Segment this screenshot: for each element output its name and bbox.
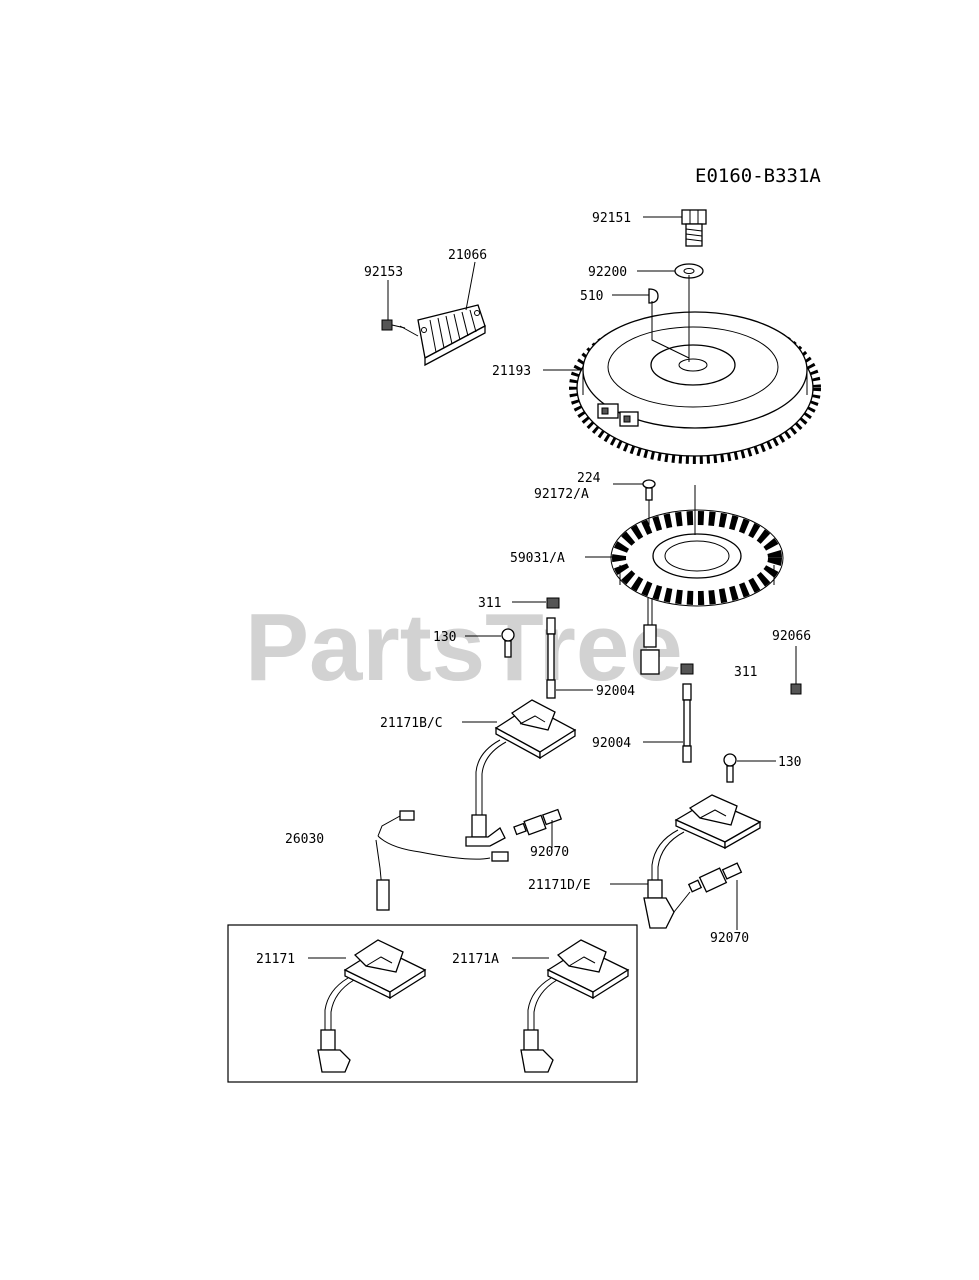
label-311-left: 311: [478, 596, 501, 611]
label-92200: 92200: [588, 265, 627, 280]
part-ignition-coil-21171a[interactable]: [520, 939, 630, 1073]
part-ignition-coil-21171de[interactable]: [643, 794, 762, 929]
label-130-right: 130: [778, 755, 801, 770]
part-screw-92153[interactable]: [381, 319, 406, 331]
part-bolt-92151[interactable]: [681, 209, 707, 247]
label-92070-lower: 92070: [710, 931, 749, 946]
part-key-510[interactable]: [648, 288, 659, 304]
label-92004-left: 92004: [596, 684, 635, 699]
label-92172: 92172/A: [534, 487, 589, 502]
part-stator-lead: [640, 598, 660, 675]
part-nut-311-left[interactable]: [546, 597, 560, 609]
label-311-right: 311: [734, 665, 757, 680]
part-lead-wire-26030[interactable]: [375, 810, 509, 911]
label-26030: 26030: [285, 832, 324, 847]
part-screw-92172[interactable]: [642, 479, 656, 501]
part-bolt-130-left[interactable]: [501, 628, 515, 658]
part-regulator-21066[interactable]: [417, 304, 486, 367]
label-21193: 21193: [492, 364, 531, 379]
label-21171bc: 21171B/C: [380, 716, 443, 731]
label-92153: 92153: [364, 265, 403, 280]
part-stator-59031[interactable]: [610, 509, 784, 607]
part-nut-92066[interactable]: [790, 683, 802, 695]
part-stud-92004-left[interactable]: [546, 617, 556, 699]
part-spark-plug-92070-upper[interactable]: [513, 808, 563, 836]
label-21171a: 21171A: [452, 952, 499, 967]
label-21171: 21171: [256, 952, 295, 967]
label-130-left: 130: [433, 630, 456, 645]
label-224: 224: [577, 471, 601, 486]
label-21171de: 21171D/E: [528, 878, 591, 893]
part-nut-311-right[interactable]: [680, 663, 694, 675]
part-bolt-130-right[interactable]: [723, 753, 737, 783]
part-stud-92004-right[interactable]: [682, 683, 692, 763]
part-spark-plug-92070-lower[interactable]: [687, 862, 743, 893]
optional-parts-box: [227, 924, 638, 1083]
part-ignition-coil-21171[interactable]: [317, 939, 427, 1073]
label-59031: 59031/A: [510, 551, 565, 566]
diagram-code: E0160-B331A: [695, 165, 821, 187]
label-92151: 92151: [592, 211, 631, 226]
label-21066: 21066: [448, 248, 487, 263]
part-ignition-coil-21171bc[interactable]: [465, 699, 577, 847]
label-92004-right: 92004: [592, 736, 631, 751]
part-flywheel-21193[interactable]: [569, 311, 821, 464]
label-92066: 92066: [772, 629, 811, 644]
label-92070-upper: 92070: [530, 845, 569, 860]
watermark: PartsTree: [245, 594, 683, 701]
label-510: 510: [580, 289, 603, 304]
